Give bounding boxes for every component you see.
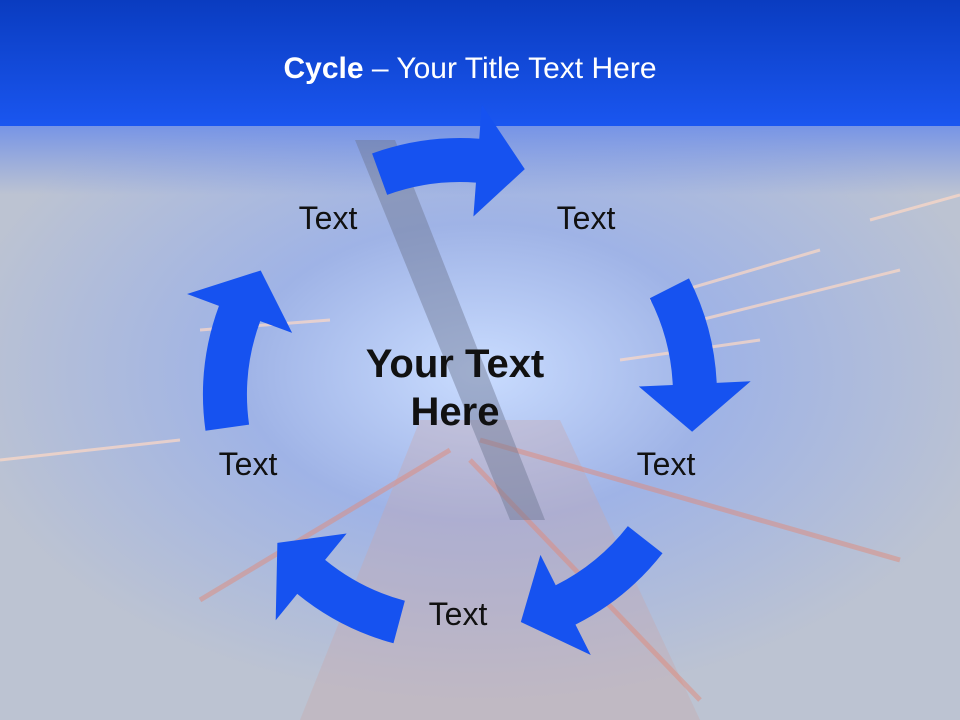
cycle-arrow-3 (520, 526, 663, 655)
center-text: Your Text Here (340, 340, 570, 436)
cycle-arrow-1 (372, 104, 525, 217)
slide-title: Cycle – Your Title Text Here (0, 52, 940, 86)
cycle-arrow-4 (275, 533, 405, 644)
cycle-label-2: Text (556, 200, 616, 236)
cycle-arrow-5 (187, 270, 293, 431)
cycle-label-1: Text (298, 200, 358, 236)
cycle-label-5: Text (218, 446, 278, 482)
center-text-line1: Your Text (365, 342, 545, 386)
cycle-label-4: Text (428, 596, 488, 632)
slide-title-rest: – Your Title Text Here (363, 52, 657, 85)
cycle-arrow-2 (638, 278, 751, 432)
center-text-line2: Here (410, 390, 500, 434)
cycle-label-3: Text (636, 446, 696, 482)
slide-title-bold: Cycle (283, 52, 364, 85)
